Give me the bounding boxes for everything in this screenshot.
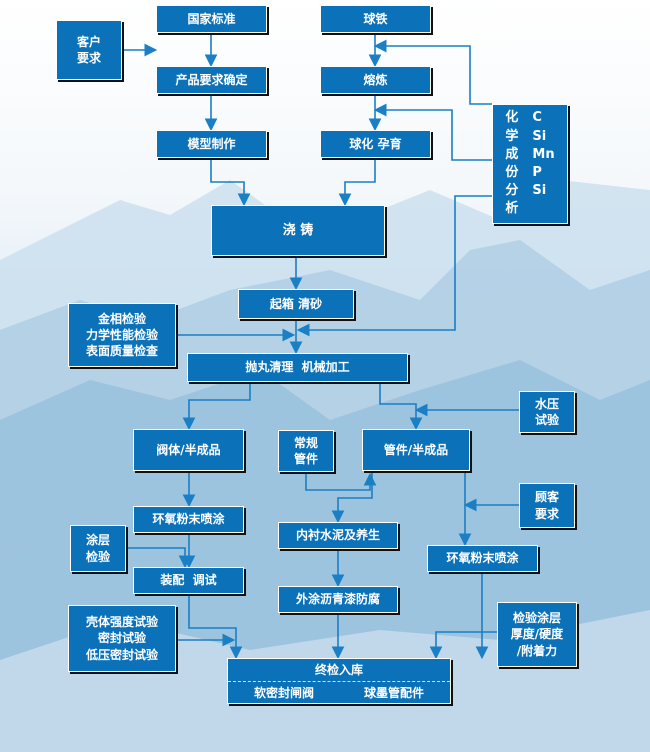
- text: 表面质量检查: [85, 344, 158, 359]
- text: 检验涂层: [512, 611, 561, 626]
- node-final-inspection: 终检入库 软密封闸阀 球墨管配件: [227, 658, 451, 704]
- node-regular-fittings: 常规管件: [278, 430, 334, 472]
- text: 常规: [293, 435, 318, 450]
- text: 学: [505, 128, 519, 144]
- text: Mn: [532, 146, 555, 162]
- node-smelting: 熔炼: [320, 66, 431, 94]
- node-blasting-machining: 抛丸清理 机械加工: [187, 353, 408, 382]
- text: 成: [505, 146, 519, 162]
- text: 密封试验: [97, 631, 146, 646]
- node-asphalt: 外涂沥青漆防腐: [278, 586, 398, 613]
- node-pattern-making: 模型制作: [156, 130, 267, 158]
- text: 力学性能检验: [85, 327, 158, 342]
- final-right: 球墨管配件: [363, 686, 424, 700]
- text: 顾客: [534, 490, 559, 505]
- text: 分: [505, 183, 519, 199]
- text: /附着力: [516, 643, 558, 658]
- text: C: [532, 110, 542, 126]
- node-customer-requirement: 客户要求: [56, 20, 122, 80]
- node-cement-lining: 内衬水泥及养生: [278, 522, 398, 549]
- node-coating-tests: 检验涂层厚度/硬度/附着力: [497, 602, 577, 667]
- text: Si: [532, 183, 547, 199]
- node-casting: 浇 铸: [211, 205, 385, 256]
- text: 厚度/硬度: [510, 627, 564, 642]
- node-epoxy-left: 环氧粉末喷涂: [133, 506, 244, 533]
- text: 涂层: [85, 533, 110, 548]
- node-valve-semi: 阀体/半成品: [133, 429, 244, 471]
- text: 析: [505, 201, 519, 217]
- text: 水压: [534, 396, 559, 411]
- text: 壳体强度试验: [85, 615, 158, 630]
- node-national-standard: 国家标准: [156, 5, 267, 33]
- text: P: [532, 165, 542, 180]
- final-title: 终检入库: [228, 659, 450, 682]
- text: 检验: [85, 549, 110, 564]
- node-assembly: 装配 调试: [133, 567, 244, 594]
- text: 要求: [76, 51, 101, 65]
- node-ductile-iron: 球铁: [320, 5, 431, 33]
- text: 份: [505, 165, 519, 180]
- node-shakeout: 起箱 清砂: [238, 289, 354, 319]
- text: 低压密封试验: [85, 647, 158, 662]
- node-product-requirement: 产品要求确定: [156, 66, 267, 94]
- node-fitting-semi: 管件/半成品: [362, 429, 470, 471]
- text: 化: [505, 110, 519, 126]
- node-shell-tests: 壳体强度试验密封试验低压密封试验: [68, 605, 176, 672]
- text: Si: [532, 128, 547, 144]
- text: 管件: [293, 452, 318, 466]
- node-hydro-test: 水压试验: [519, 391, 575, 433]
- node-inspections: 金相检验力学性能检验表面质量检查: [68, 303, 176, 367]
- text: 客户: [76, 34, 101, 49]
- text: 要求: [534, 506, 559, 521]
- node-epoxy-right: 环氧粉末喷涂: [427, 545, 538, 572]
- node-spheroidize: 球化 孕育: [320, 130, 431, 158]
- final-left: 软密封闸阀: [254, 686, 315, 700]
- text: 金相检验: [97, 311, 146, 326]
- text: 试验: [534, 413, 559, 427]
- node-client-requirement: 顾客要求: [519, 483, 575, 528]
- node-coating-check: 涂层检验: [70, 525, 126, 572]
